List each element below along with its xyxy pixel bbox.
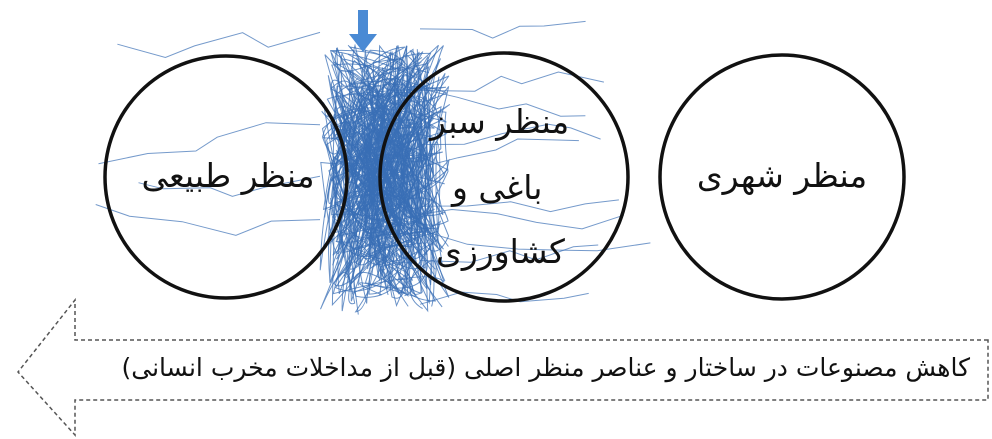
scribble-strand xyxy=(420,21,586,38)
scribble-strand xyxy=(117,32,320,57)
label-green-line2: باغی و xyxy=(452,168,542,207)
label-natural-landscape: منظر طبیعی xyxy=(118,156,338,195)
down-arrow-icon xyxy=(349,10,377,52)
label-green-line1: منظر سبز xyxy=(430,102,569,141)
scribble-strand xyxy=(420,139,579,168)
scribble-strand xyxy=(420,210,624,229)
label-green-line3: کشاورزی xyxy=(436,232,565,271)
arrow-caption: کاهش مصنوعات در ساختار و عناصر منظر اصلی… xyxy=(70,353,970,382)
scribble-strand xyxy=(96,205,320,236)
label-urban-landscape: منظر شهری xyxy=(676,156,888,195)
